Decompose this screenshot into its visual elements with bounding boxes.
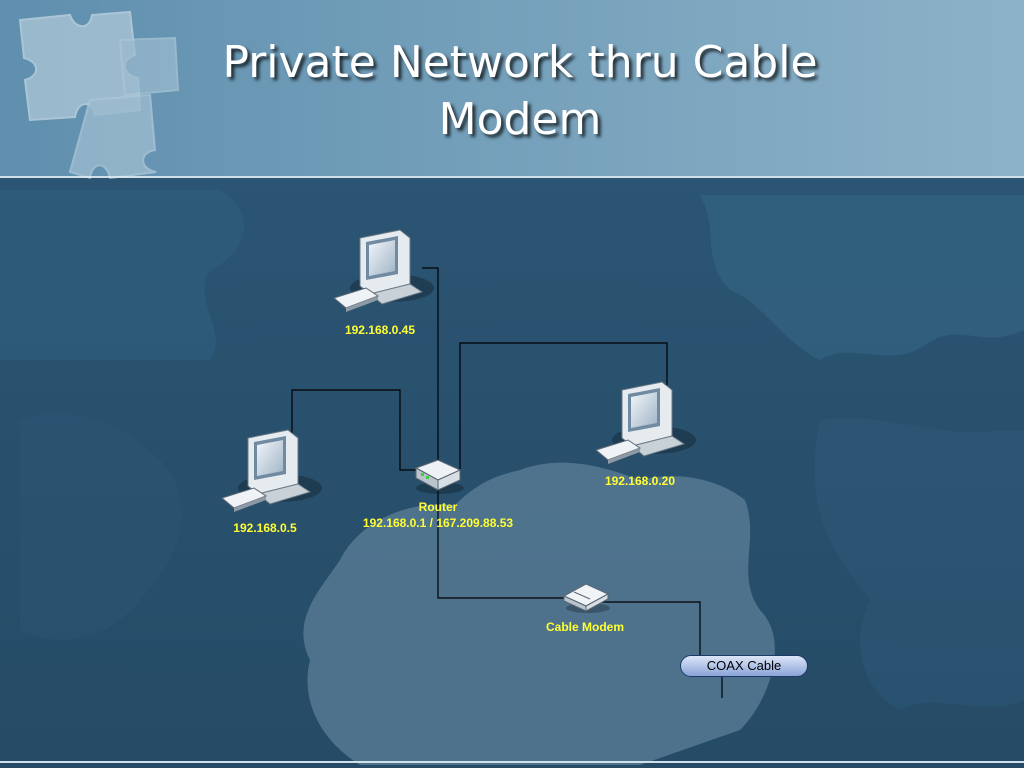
coax-cable-label: COAX Cable [706,658,782,673]
coax-cable: COAX Cable [680,655,808,677]
desktop-computer-icon [220,429,322,512]
network-wires [291,267,723,698]
pc-top-ip-label: 192.168.0.45 [344,323,416,337]
router-icon [414,459,464,494]
title-line-2: Modem [438,94,602,145]
desktop-computer-icon [332,229,434,312]
cable-modem-label: Cable Modem [545,620,624,634]
router-name-label: Router [418,500,458,514]
router-ip-label: 192.168.0.1 / 167.209.88.53 [362,516,514,530]
pc-right-ip-label: 192.168.0.20 [604,474,676,488]
pc-left-ip-label: 192.168.0.5 [233,521,297,535]
title-line-1: Private Network thru Cable [222,37,818,88]
desktop-computer-icon [594,381,696,464]
modem-icon [562,583,610,613]
slide-title: Private Network thru Cable Modem [150,34,890,148]
